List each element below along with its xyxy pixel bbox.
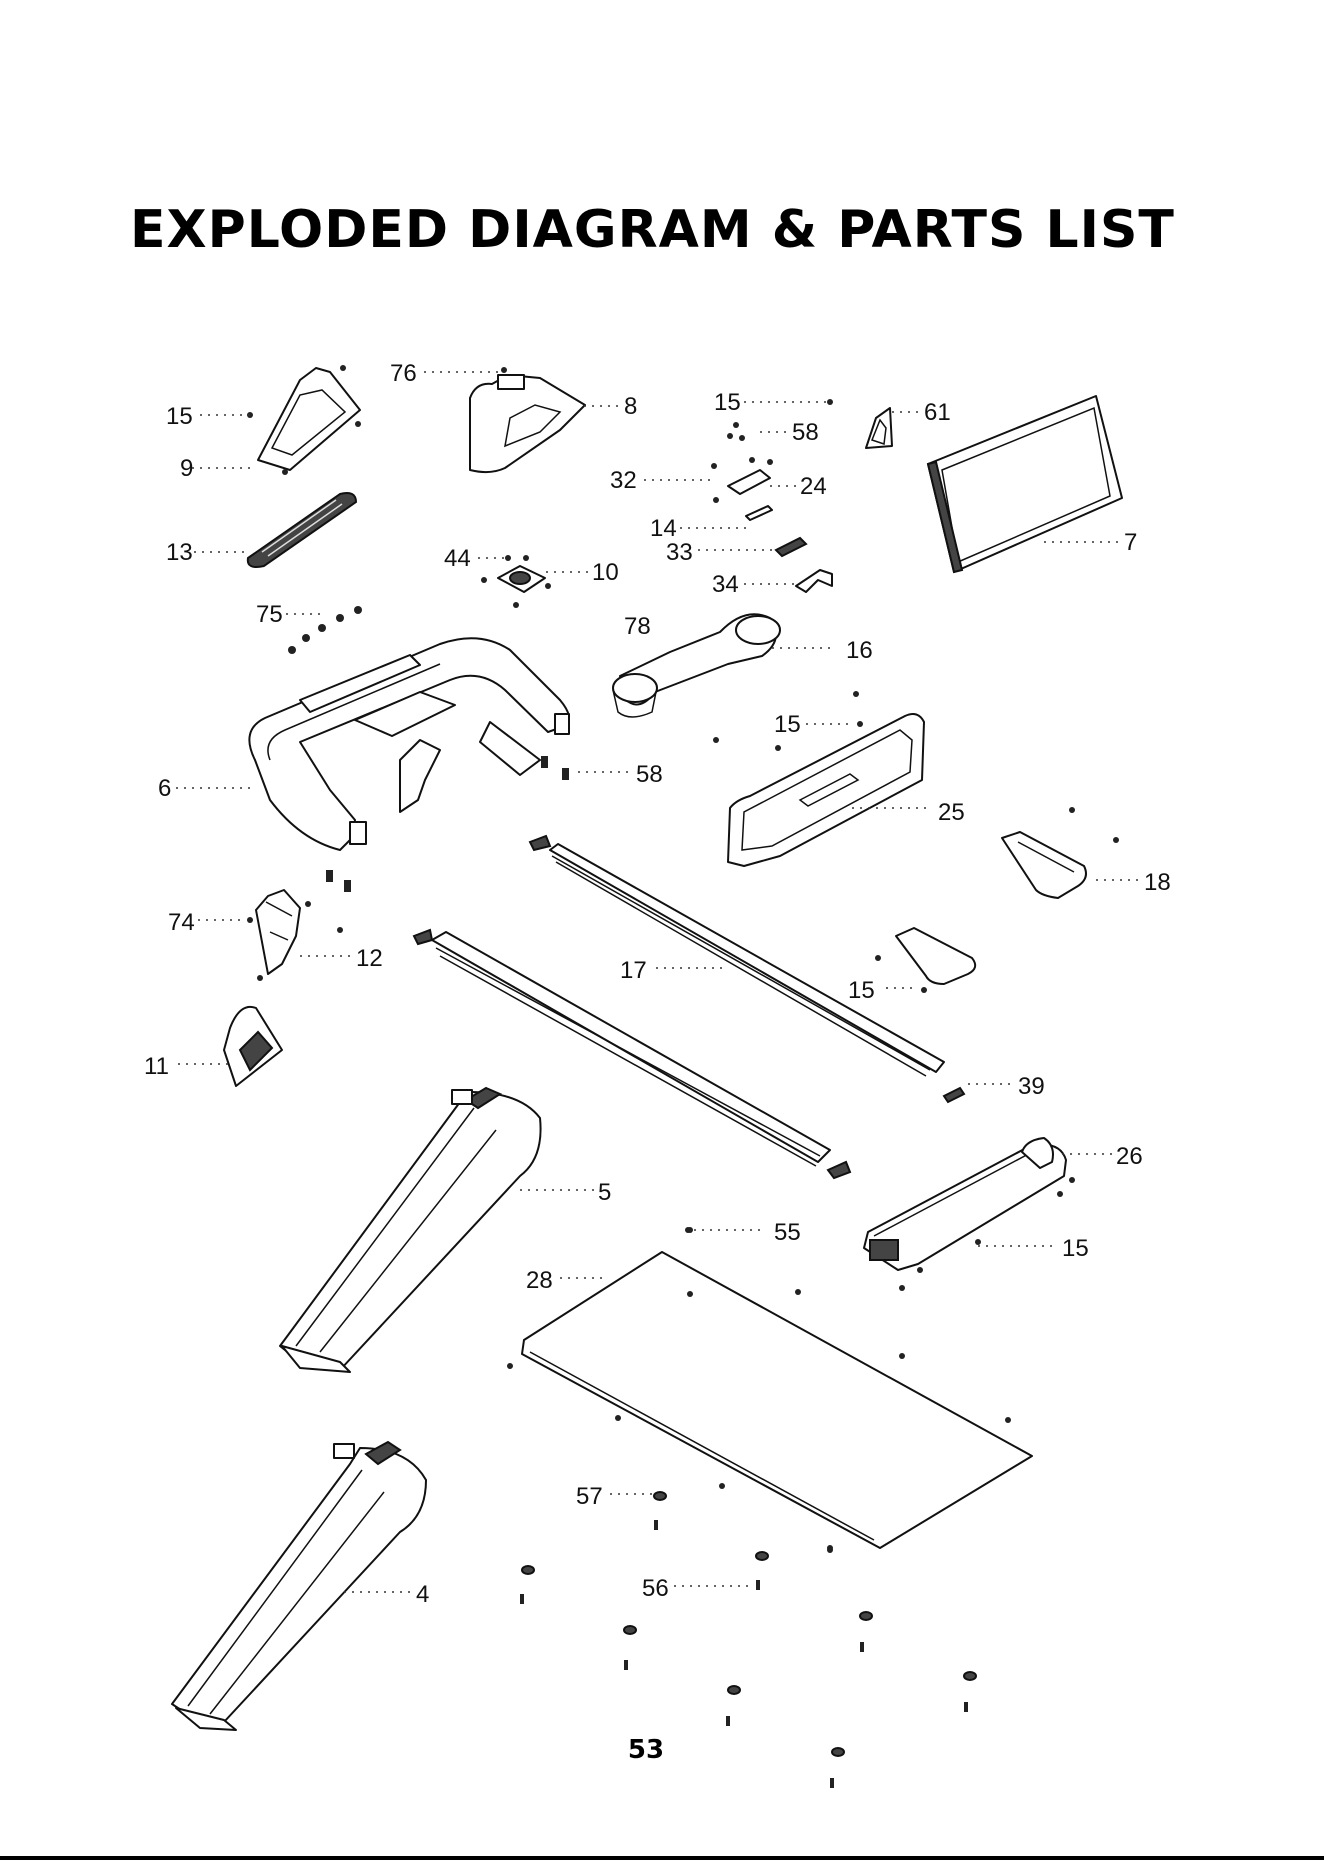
callout-32: 32	[610, 467, 637, 494]
part-25-motor-cover	[713, 691, 924, 866]
callout-74: 74	[168, 909, 195, 936]
callout-61: 61	[924, 399, 951, 426]
callout-26: 26	[1116, 1143, 1143, 1170]
callout-34: 34	[712, 571, 739, 598]
callout-44: 44	[444, 545, 471, 572]
callout-10: 10	[592, 559, 619, 586]
callout-18: 18	[1144, 869, 1171, 896]
part-9-handle-cover	[247, 365, 361, 475]
part-58-bolts	[541, 756, 569, 780]
callout-7: 7	[1124, 529, 1137, 556]
part-10-mount	[481, 555, 551, 608]
callout-11: 11	[144, 1053, 169, 1080]
callout-75: 75	[256, 601, 283, 628]
callout-16: 16	[846, 637, 873, 664]
callout-15: 15	[1062, 1235, 1089, 1262]
part-75-bolts	[288, 606, 362, 654]
callout-15: 15	[166, 403, 193, 430]
callout-39: 39	[1018, 1073, 1045, 1100]
callout-15: 15	[848, 977, 875, 1004]
part-12-bracket	[247, 870, 351, 981]
part-17-rail-upper	[530, 836, 944, 1076]
part-14-strip	[746, 506, 772, 520]
part-34-clip	[796, 570, 832, 592]
callout-24: 24	[800, 473, 827, 500]
callout-33: 33	[666, 539, 693, 566]
part-15-base-cap	[875, 928, 975, 993]
callout-58: 58	[792, 419, 819, 446]
part-5-upright	[280, 1088, 541, 1372]
callout-4: 4	[416, 1581, 429, 1608]
callout-56: 56	[642, 1575, 669, 1602]
callout-9: 9	[180, 455, 193, 482]
callout-12: 12	[356, 945, 383, 972]
callout-76: 76	[390, 360, 417, 387]
callout-55: 55	[774, 1219, 801, 1246]
page-number: 53	[620, 1735, 672, 1765]
part-6-handlebar-frame	[249, 638, 569, 850]
callout-78: 78	[624, 613, 651, 640]
callout-15: 15	[714, 389, 741, 416]
part-11-foot	[224, 1007, 282, 1086]
callout-17: 17	[620, 957, 647, 984]
part-55-screw	[687, 1227, 693, 1233]
callout-28: 28	[526, 1267, 553, 1294]
part-33-strip	[776, 538, 806, 556]
callout-57: 57	[576, 1483, 603, 1510]
callout-8: 8	[624, 393, 637, 420]
part-39-clip	[944, 1088, 964, 1102]
part-61-cover	[866, 408, 892, 448]
callout-15: 15	[774, 711, 801, 738]
callout-13: 13	[166, 539, 193, 566]
part-4-upright	[172, 1442, 426, 1730]
callout-25: 25	[938, 799, 965, 826]
part-26-upright	[864, 1138, 1075, 1291]
part-13-grille	[248, 493, 356, 567]
callout-6: 6	[158, 775, 171, 802]
part-18-end-cap	[1002, 807, 1119, 898]
bottom-divider	[0, 1856, 1324, 1860]
callout-58: 58	[636, 761, 663, 788]
callout-5: 5	[598, 1179, 611, 1206]
part-7-console	[928, 396, 1122, 572]
part-8-handle-grip	[470, 367, 585, 472]
callout-14: 14	[650, 515, 677, 542]
